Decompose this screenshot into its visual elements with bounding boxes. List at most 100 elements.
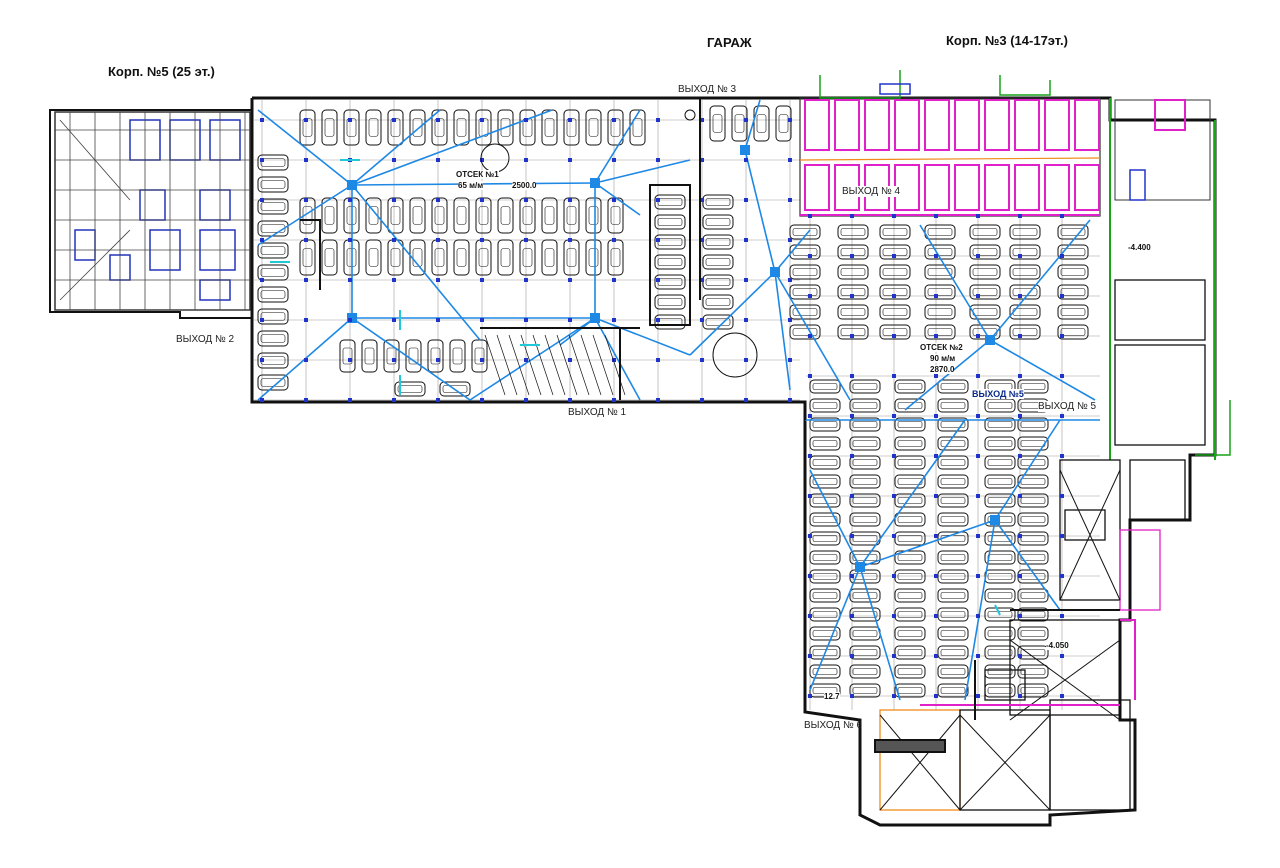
- parking-stall: [984, 569, 1016, 584]
- parking-stall: [519, 197, 536, 234]
- car-outline: [452, 347, 463, 365]
- level-mark-2: -4.050: [1046, 641, 1069, 650]
- parking-stall: [257, 176, 289, 193]
- parking-stall: [809, 493, 841, 508]
- car-outline: [987, 648, 1013, 657]
- parking-stall: [409, 109, 426, 146]
- car-outline: [812, 382, 838, 391]
- car-outline: [897, 572, 923, 581]
- building3-room: [834, 99, 860, 151]
- parking-stall: [809, 664, 841, 679]
- car-outline: [882, 268, 908, 276]
- car-outline: [987, 591, 1013, 600]
- column: [934, 694, 938, 698]
- car-outline: [812, 610, 838, 619]
- car-outline: [897, 382, 923, 391]
- column: [934, 294, 938, 298]
- parking-stall: [731, 105, 748, 142]
- car-outline: [987, 458, 1013, 467]
- column: [788, 198, 792, 202]
- building3-lower-room: [1064, 509, 1106, 541]
- parking-stall: [894, 607, 926, 622]
- car-outline: [302, 248, 313, 267]
- column: [788, 318, 792, 322]
- evacuation-route: [774, 229, 811, 273]
- route-node: [990, 515, 1000, 525]
- parking-stall: [1017, 645, 1049, 660]
- car-outline: [324, 248, 335, 267]
- parking-stall: [607, 239, 624, 276]
- parking-stall: [984, 436, 1016, 451]
- column: [1060, 574, 1064, 578]
- car-outline: [1020, 686, 1046, 695]
- car-outline: [840, 228, 866, 236]
- parking-stall: [1017, 550, 1049, 565]
- car-outline: [812, 401, 838, 410]
- car-outline: [1060, 248, 1086, 256]
- evacuation-route: [559, 317, 596, 346]
- evacuation-route: [904, 339, 991, 411]
- column: [348, 198, 352, 202]
- column: [524, 318, 528, 322]
- column: [976, 694, 980, 698]
- car-outline: [434, 206, 445, 225]
- car-outline: [544, 248, 555, 267]
- column: [892, 654, 896, 658]
- parking-stall: [475, 197, 492, 234]
- column: [260, 118, 264, 122]
- car-outline: [588, 118, 599, 137]
- car-outline: [364, 347, 375, 365]
- parking-stall: [894, 550, 926, 565]
- evacuation-route: [351, 109, 553, 186]
- column: [392, 318, 396, 322]
- column: [700, 318, 704, 322]
- column: [934, 614, 938, 618]
- parking-stall: [257, 198, 289, 215]
- parking-stall: [453, 197, 470, 234]
- car-outline: [390, 206, 401, 225]
- building3-room: [954, 99, 980, 151]
- parking-stall: [984, 645, 1016, 660]
- car-outline: [657, 238, 683, 246]
- parking-stall: [984, 683, 1016, 698]
- car-outline: [897, 553, 923, 562]
- car-outline: [434, 248, 445, 267]
- column: [892, 334, 896, 338]
- exit-5-bold-label: ВЫХОД №5: [972, 389, 1024, 399]
- evacuation-route: [351, 317, 471, 401]
- column: [436, 198, 440, 202]
- car-outline: [897, 458, 923, 467]
- diagonal-line: [59, 119, 131, 201]
- car-outline: [792, 268, 818, 276]
- parking-stall: [453, 239, 470, 276]
- evacuation-route: [257, 184, 353, 246]
- outer-walls: [49, 96, 1217, 827]
- column: [976, 374, 980, 378]
- compartment-2-name: ОТСЕК №2: [920, 343, 963, 352]
- column: [480, 398, 484, 402]
- column: [392, 238, 396, 242]
- parking-stall: [449, 339, 466, 373]
- parking-stall: [394, 381, 426, 397]
- car-outline: [657, 258, 683, 266]
- car-outline: [386, 347, 397, 365]
- parking-stall: [809, 417, 841, 432]
- parking-stall: [937, 493, 969, 508]
- exit-2-label: ВЫХОД № 2: [176, 334, 235, 345]
- column: [976, 334, 980, 338]
- car-outline: [852, 686, 878, 695]
- parking-stall: [894, 664, 926, 679]
- car-outline: [412, 206, 423, 225]
- column: [656, 238, 660, 242]
- parking-stall: [984, 531, 1016, 546]
- car-outline: [792, 308, 818, 316]
- column: [808, 534, 812, 538]
- car-outline: [812, 648, 838, 657]
- parking-stall: [849, 645, 881, 660]
- column: [808, 214, 812, 218]
- column: [892, 414, 896, 418]
- car-outline: [368, 118, 379, 137]
- parking-stall: [1017, 455, 1049, 470]
- parking-stall: [1017, 436, 1049, 451]
- car-outline: [812, 477, 838, 486]
